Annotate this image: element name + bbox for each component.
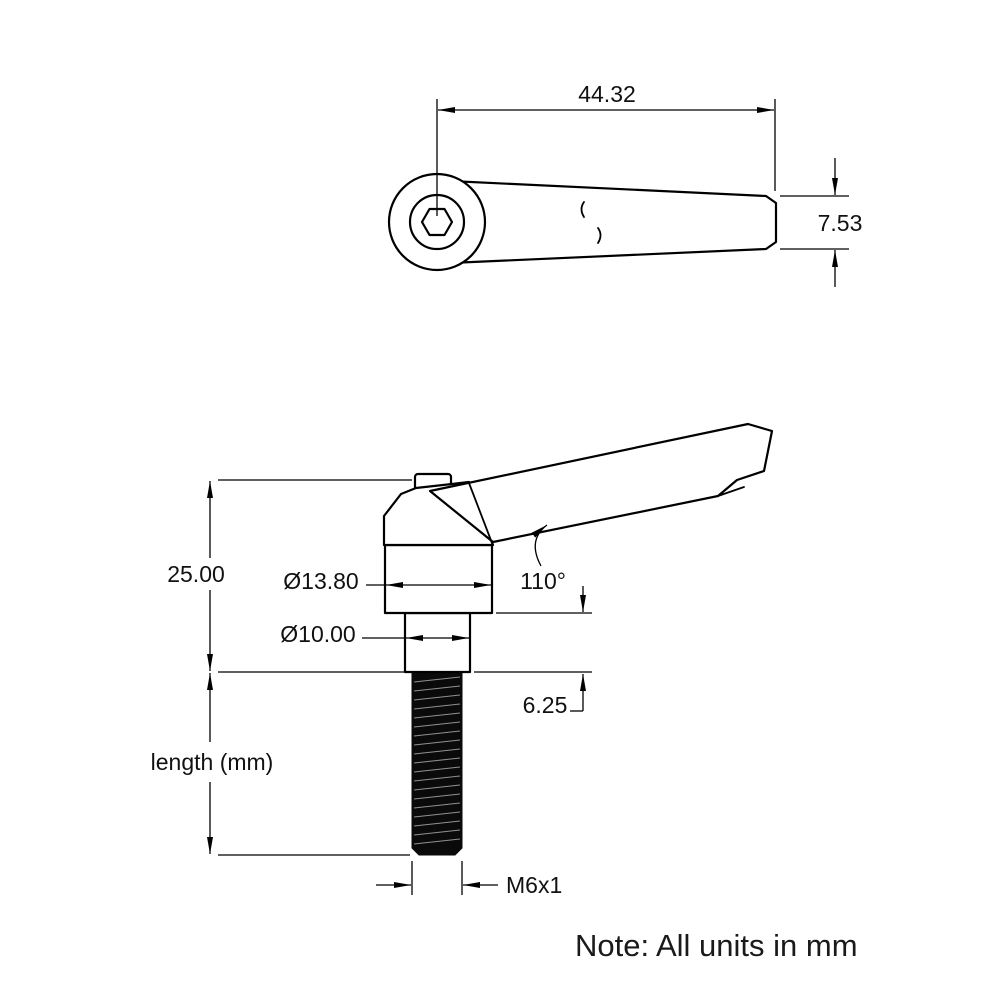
side-view: 25.00 length (mm) Ø13.80 Ø10.00 110° [151, 422, 774, 898]
thread-lines [413, 676, 461, 845]
dim-height-25: 25.00 [167, 479, 412, 673]
dim-thread-label: M6x1 [506, 872, 562, 898]
threaded-stud [411, 671, 463, 856]
top-view: 44.32 7.53 [387, 81, 862, 287]
dim-handle-angle: 110° [520, 524, 566, 594]
grip-notch-line [717, 486, 745, 497]
units-note: Note: All units in mm [575, 928, 858, 963]
dim-end-height-label: 7.53 [818, 210, 863, 236]
dim-neck-diameter: Ø10.00 [280, 621, 469, 647]
cap-edge-line [468, 482, 493, 544]
dim-handle-angle-label: 110° [520, 568, 566, 594]
dim-neck-length: 6.25 [474, 586, 592, 718]
dim-hub-diameter-label: Ø13.80 [283, 568, 358, 594]
dim-width: 44.32 [436, 81, 776, 216]
dim-neck-length-label: 6.25 [523, 692, 568, 718]
dim-stud-length: length (mm) [151, 673, 410, 856]
dim-height-label: 25.00 [167, 561, 225, 587]
tangency-mark-upper [580, 201, 585, 218]
dim-stud-length-label: length (mm) [151, 749, 274, 775]
dim-hub-diameter: Ø13.80 [283, 568, 491, 594]
dim-neck-diameter-label: Ø10.00 [280, 621, 355, 647]
angle-leader-arc [531, 524, 548, 567]
hub-cylinder [383, 543, 494, 615]
neck-cylinder [403, 611, 472, 674]
dim-width-label: 44.32 [578, 81, 636, 107]
lever-handle-plan [448, 179, 778, 265]
lever-arm-side [428, 422, 774, 544]
dim-thread: M6x1 [376, 861, 562, 898]
tangency-mark-lower [597, 227, 602, 244]
dim-end-height: 7.53 [780, 158, 862, 287]
hex-socket [420, 207, 454, 237]
